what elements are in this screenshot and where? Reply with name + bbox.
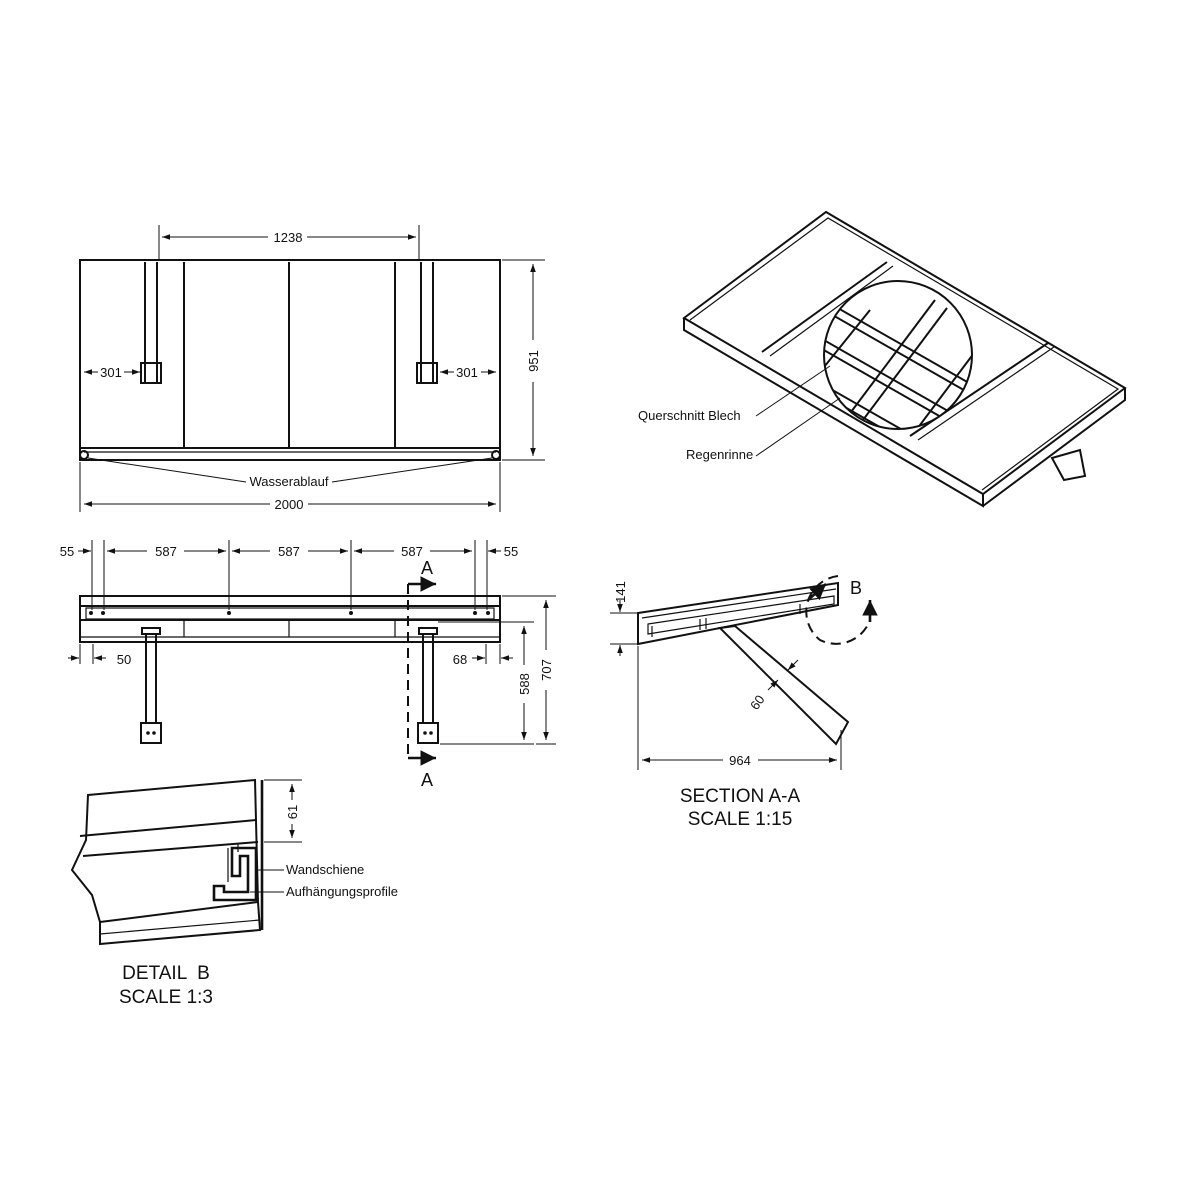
section-roof-profile bbox=[637, 581, 839, 646]
dim-value: 60 bbox=[747, 692, 768, 712]
plan-view: 1238 301 301 951 Wasserablauf bbox=[79, 225, 545, 512]
dim-projection: 964 bbox=[637, 646, 842, 770]
detail-scale: SCALE 1:3 bbox=[119, 987, 213, 1008]
front-view: 55 587 587 587 55 50 bbox=[60, 540, 556, 790]
dim-value: 588 bbox=[517, 673, 532, 695]
callout-gutter: Regenrinne bbox=[686, 397, 841, 462]
detail-bottom-edge bbox=[99, 901, 262, 946]
section-marker-bottom: A bbox=[421, 770, 433, 790]
dim-value: 964 bbox=[729, 753, 751, 768]
dim-value: 301 bbox=[456, 365, 478, 380]
dim-value: 2000 bbox=[275, 497, 304, 512]
dim-width: 2000 bbox=[79, 462, 501, 512]
mounting-hole-icon bbox=[349, 611, 353, 615]
iso-inner-rim bbox=[689, 217, 1120, 491]
iso-magnified-section bbox=[824, 281, 972, 429]
section-marker-top: A bbox=[421, 558, 433, 578]
dim-right-offset: 68 bbox=[453, 644, 513, 667]
dim-value: 61 bbox=[285, 805, 300, 819]
dim-value: 55 bbox=[504, 544, 518, 559]
mounting-hole-icon bbox=[101, 611, 105, 615]
detail-roof-body bbox=[70, 778, 260, 924]
label-wall-rail: Wandschiene bbox=[286, 862, 364, 877]
drain-icon bbox=[79, 450, 89, 460]
iso-side-edge bbox=[982, 388, 1126, 507]
section-line-a: A A bbox=[407, 558, 436, 790]
iso-bracket bbox=[1050, 448, 1087, 482]
hanging-profile bbox=[212, 846, 258, 902]
drain-callout: Wasserablauf bbox=[87, 457, 493, 489]
dim-value: 1238 bbox=[274, 230, 303, 245]
iso-front-edge bbox=[683, 318, 984, 508]
dim-value: 587 bbox=[278, 544, 300, 559]
callout-hanging-profile: Aufhängungsprofile bbox=[250, 884, 398, 899]
drain-icon bbox=[491, 450, 501, 460]
iso-panel-divider bbox=[761, 261, 888, 353]
dim-section-height: 141 bbox=[610, 581, 638, 656]
front-support-right bbox=[417, 627, 439, 744]
detail-b-view: 61 Wandschiene Aufhängungsprofile DETAIL… bbox=[70, 778, 398, 1008]
mounting-hole-icon bbox=[89, 611, 93, 615]
dim-value: 50 bbox=[117, 652, 131, 667]
section-aa-view: B 141 60 964 SECTION A-A SCALE 1:15 bbox=[610, 575, 878, 830]
drain-label: Wasserablauf bbox=[250, 474, 329, 489]
detail-b-callout: B bbox=[805, 575, 878, 645]
dim-value: 951 bbox=[526, 350, 541, 372]
dim-height-support: 588 bbox=[438, 621, 534, 745]
section-strut bbox=[717, 624, 850, 746]
front-support-left bbox=[140, 627, 162, 744]
label-gutter: Regenrinne bbox=[686, 447, 753, 462]
section-scale: SCALE 1:15 bbox=[688, 809, 793, 830]
dim-strut-thickness: 60 bbox=[747, 659, 799, 713]
dim-value: 68 bbox=[453, 652, 467, 667]
dim-depth: 951 bbox=[502, 259, 545, 461]
detail-marker: B bbox=[850, 578, 862, 598]
label-section-sheet: Querschnitt Blech bbox=[638, 408, 741, 423]
dim-left-support: 301 bbox=[84, 365, 140, 380]
detail-title: DETAIL B bbox=[122, 963, 210, 984]
mounting-hole-icon bbox=[227, 611, 231, 615]
plan-support-right bbox=[416, 262, 438, 384]
mounting-hole-icon bbox=[486, 611, 490, 615]
dim-height-total: 707 bbox=[502, 595, 556, 745]
plan-support-left bbox=[140, 262, 162, 384]
dim-value: 587 bbox=[155, 544, 177, 559]
dim-value: 141 bbox=[613, 581, 628, 603]
magnifier-circle bbox=[823, 280, 973, 430]
dim-value: 55 bbox=[60, 544, 74, 559]
dim-detail-height: 61 bbox=[264, 779, 302, 843]
front-dim-chain: 55 587 587 587 55 bbox=[60, 540, 518, 610]
isometric-view: Querschnitt Blech Regenrinne bbox=[638, 210, 1127, 508]
dim-value: 301 bbox=[100, 365, 122, 380]
plan-outline bbox=[79, 259, 501, 461]
dim-right-support: 301 bbox=[440, 365, 496, 380]
section-title: SECTION A-A bbox=[680, 786, 801, 807]
dim-left-offset: 50 bbox=[68, 644, 131, 667]
dim-value: 707 bbox=[539, 659, 554, 681]
mounting-hole-icon bbox=[473, 611, 477, 615]
callout-wall-rail: Wandschiene bbox=[258, 862, 364, 877]
callout-section-sheet: Querschnitt Blech bbox=[638, 365, 831, 423]
dim-between-supports: 1238 bbox=[158, 225, 420, 260]
dim-value: 587 bbox=[401, 544, 423, 559]
label-hanging-profile: Aufhängungsprofile bbox=[286, 884, 398, 899]
